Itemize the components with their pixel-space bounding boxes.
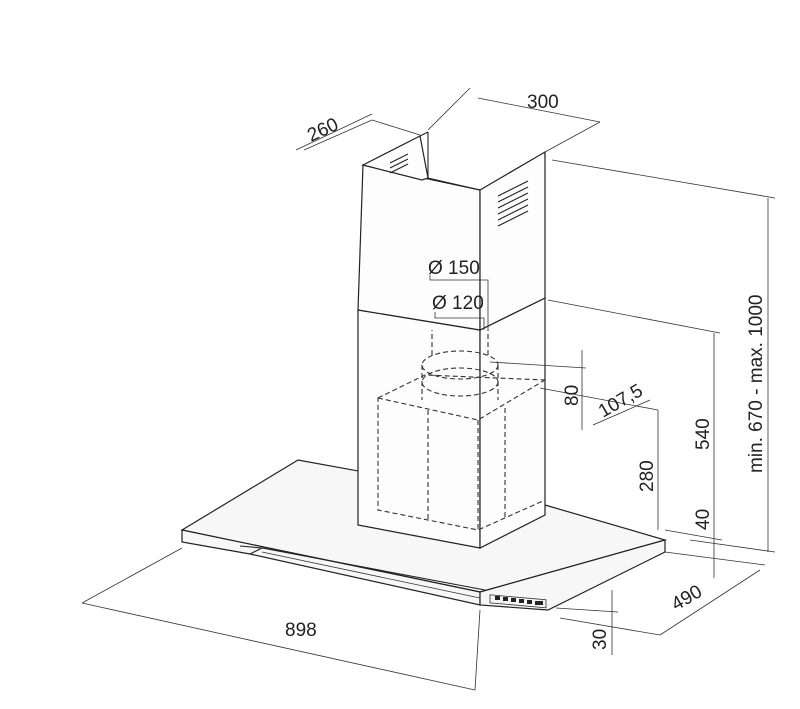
hidden-motor-housing (377, 330, 546, 531)
dimension-lines (81, 87, 776, 691)
control-panel (489, 594, 547, 609)
dim-glass-thickness: 40 (693, 509, 714, 530)
dim-collar-offset: 107,5 (595, 380, 647, 422)
dim-hood-depth: 280 (637, 460, 658, 492)
chimney (357, 131, 546, 549)
dim-total-width: 898 (285, 620, 317, 641)
dim-total-depth: 490 (668, 581, 706, 615)
dim-outlet-120: Ø 120 (432, 293, 484, 314)
dim-lower-height: 540 (693, 418, 714, 450)
dim-chimney-depth: 260 (304, 114, 342, 146)
dim-bottom-thickness: 30 (590, 629, 611, 650)
vent-grille-icon (389, 153, 529, 227)
steel-body (239, 545, 486, 599)
dim-collar-height: 80 (562, 385, 583, 406)
button-row-icon (495, 596, 543, 605)
dim-chimney-width: 300 (527, 92, 559, 113)
dim-total-height: min. 670 - max. 1000 (746, 295, 767, 473)
dim-outlet-150: Ø 150 (428, 258, 480, 279)
